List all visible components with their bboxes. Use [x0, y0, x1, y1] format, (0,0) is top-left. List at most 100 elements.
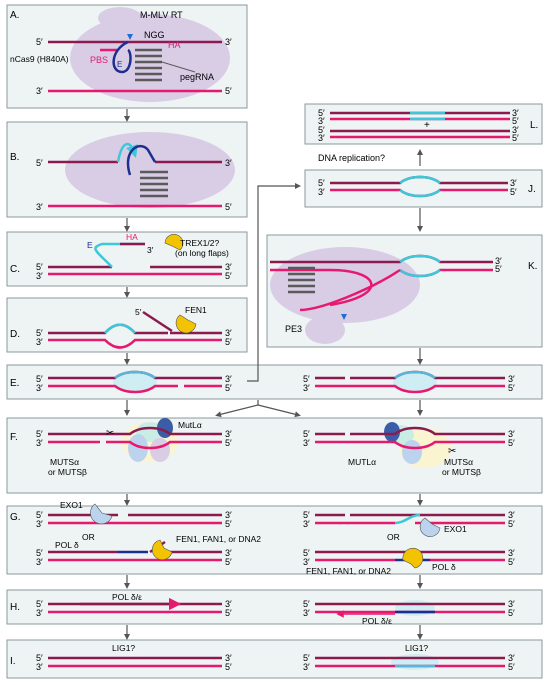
panel-label-j: J.: [528, 184, 536, 195]
svg-text:+: +: [424, 120, 430, 131]
svg-text:5′: 5′: [36, 599, 43, 609]
dna-replication-label: DNA replication?: [318, 153, 385, 163]
svg-text:5′: 5′: [303, 548, 310, 558]
svg-text:5′: 5′: [36, 548, 43, 558]
svg-text:3′: 3′: [225, 510, 232, 520]
ngg-label: NGG: [144, 30, 165, 40]
end-5-a-top: 5′: [36, 37, 43, 47]
svg-text:5′: 5′: [303, 374, 310, 384]
pbs-label: PBS: [90, 55, 108, 65]
svg-text:3′: 3′: [36, 519, 43, 529]
svg-text:3′: 3′: [318, 187, 325, 197]
svg-text:3′: 3′: [512, 125, 519, 135]
connector-e-to-j: [247, 183, 301, 382]
svg-text:3′: 3′: [318, 133, 325, 143]
panel-h: H. 5′ 3′ POL δ/ε 3′ 5′ 5′ 3′ POL δ/ε 3′ …: [6, 589, 543, 626]
end-3-a-top: 3′: [225, 37, 232, 47]
svg-text:POL δ: POL δ: [432, 562, 456, 572]
svg-text:OR: OR: [387, 532, 400, 542]
svg-text:OR: OR: [82, 532, 95, 542]
panel-j: J. 5′ 3′ 3′ 5′: [304, 169, 543, 208]
svg-text:3′: 3′: [303, 438, 310, 448]
svg-text:3′: 3′: [225, 374, 232, 384]
pegrna-scaffold: [135, 48, 162, 82]
panel-label-i: I.: [10, 656, 16, 667]
svg-text:3′: 3′: [225, 548, 232, 558]
panel-h-box: [6, 589, 543, 625]
svg-text:5′: 5′: [36, 653, 43, 663]
svg-text:3′: 3′: [36, 383, 43, 393]
svg-text:3′: 3′: [225, 158, 232, 168]
svg-text:LIG1?: LIG1?: [112, 643, 135, 653]
panel-f-box: [6, 417, 543, 494]
panel-d-box: [6, 297, 248, 353]
scissors-icon-right: ✂: [448, 446, 456, 457]
svg-text:5′: 5′: [36, 262, 43, 272]
svg-text:5′: 5′: [225, 662, 232, 672]
svg-text:5′: 5′: [225, 202, 232, 212]
svg-text:3′: 3′: [225, 599, 232, 609]
svg-text:FEN1, FAN1, or DNA2: FEN1, FAN1, or DNA2: [306, 566, 391, 576]
panel-l: L. 5′ 3′ 3′ 5′ + 5′ 3′ 3′ 5′: [304, 103, 543, 145]
svg-text:5′: 5′: [225, 608, 232, 618]
mmlv-label: M-MLV RT: [140, 10, 183, 20]
svg-text:3′: 3′: [303, 662, 310, 672]
edit-loop-a: [112, 40, 132, 74]
panel-label-h: H.: [10, 602, 20, 613]
svg-text:5′: 5′: [508, 557, 515, 567]
svg-text:3′: 3′: [508, 510, 515, 520]
ncas9-label: nCas9 (H840A): [10, 54, 69, 64]
svg-text:3′: 3′: [318, 116, 325, 126]
svg-text:3′: 3′: [36, 662, 43, 672]
svg-text:3′: 3′: [303, 557, 310, 567]
end-5-a-bottom: 5′: [225, 86, 232, 96]
exo1-icon: [90, 503, 113, 525]
panel-d: D. 5′ 3′ 5′ FEN1 3′ 5′: [6, 297, 248, 353]
svg-text:3′: 3′: [36, 557, 43, 567]
panel-label-c: C.: [10, 264, 20, 275]
svg-text:3′: 3′: [303, 608, 310, 618]
svg-text:5′: 5′: [135, 307, 142, 317]
pegrna-label: pegRNA: [180, 72, 214, 82]
svg-text:or MUTSβ: or MUTSβ: [442, 467, 481, 477]
svg-text:LIG1?: LIG1?: [405, 643, 428, 653]
svg-text:5′: 5′: [512, 133, 519, 143]
panel-label-a: A.: [10, 10, 19, 21]
svg-text:POL δ/ε: POL δ/ε: [112, 592, 142, 602]
end-3-a-bottom: 3′: [36, 86, 43, 96]
svg-text:3′: 3′: [512, 108, 519, 118]
svg-text:3′: 3′: [147, 245, 154, 255]
svg-text:5′: 5′: [512, 116, 519, 126]
panel-label-b: B.: [10, 152, 19, 163]
panel-label-d: D.: [10, 329, 20, 340]
panel-b: B. 5′ 3′ 3′ 5′: [6, 121, 248, 218]
ha-label: HA: [168, 40, 181, 50]
panel-e-box: [6, 364, 543, 400]
svg-text:5′: 5′: [225, 383, 232, 393]
panel-g: G. 5′ 3′ EXO1 OR 5′ 3′ POL δ FEN1, FAN1,…: [6, 500, 543, 576]
svg-text:MUTSα: MUTSα: [444, 457, 473, 467]
svg-text:(on long flaps): (on long flaps): [175, 248, 229, 258]
svg-text:5′: 5′: [303, 653, 310, 663]
svg-text:5′: 5′: [36, 510, 43, 520]
svg-text:3′: 3′: [508, 548, 515, 558]
svg-text:3′: 3′: [36, 202, 43, 212]
svg-text:3′: 3′: [36, 271, 43, 281]
panel-c: C. 5′ 3′ E HA 3′ TREX1/2? (on long flaps…: [6, 231, 248, 287]
svg-text:FEN1: FEN1: [185, 305, 207, 315]
svg-text:3′: 3′: [36, 608, 43, 618]
svg-text:FEN1, FAN1, or DNA2: FEN1, FAN1, or DNA2: [176, 534, 261, 544]
svg-text:3′: 3′: [303, 519, 310, 529]
svg-text:E: E: [87, 240, 93, 250]
svg-text:5′: 5′: [303, 429, 310, 439]
svg-text:5′: 5′: [225, 519, 232, 529]
panel-k: K. 3′ 5′ PE3: [266, 234, 543, 348]
svg-text:MutLα: MutLα: [178, 420, 202, 430]
nick-site-icon: [127, 34, 133, 40]
svg-text:3′: 3′: [508, 653, 515, 663]
svg-text:5′: 5′: [318, 178, 325, 188]
svg-text:3′: 3′: [303, 383, 310, 393]
panel-i: I. 5′ 3′ LIG1? 3′ 5′ 5′ 3′ LIG1? 3′ 5′: [6, 639, 543, 679]
svg-text:5′: 5′: [36, 429, 43, 439]
